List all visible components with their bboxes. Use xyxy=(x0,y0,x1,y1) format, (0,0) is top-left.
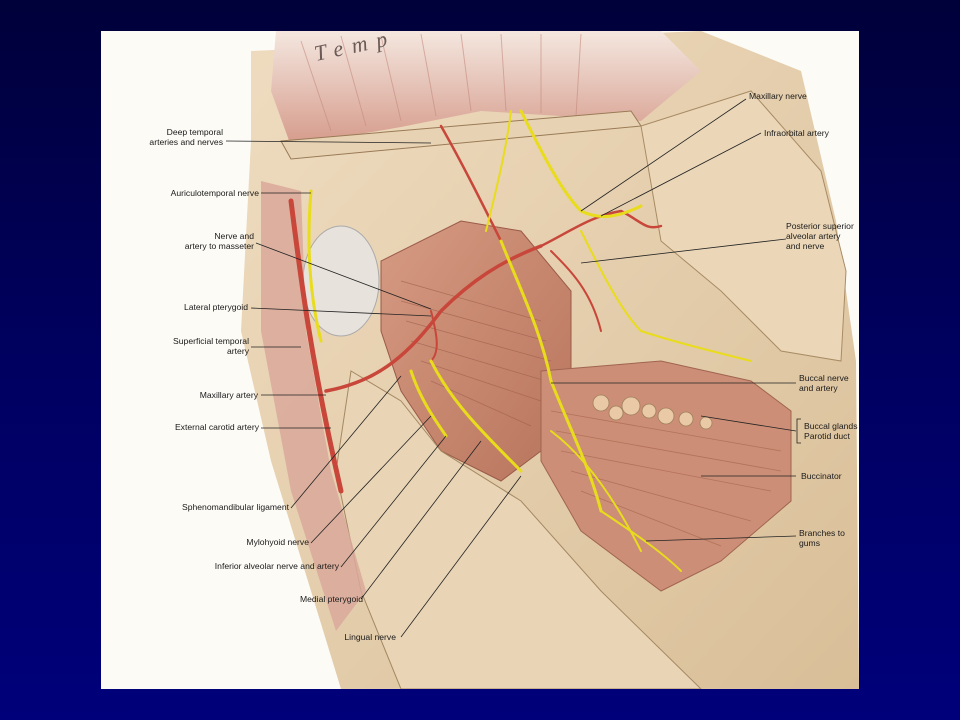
temporalis-fibers xyxy=(300,33,582,132)
psa-artery-vessel xyxy=(550,250,602,332)
label-sup-temporal-line2: artery xyxy=(227,346,249,356)
label-buccal-glands: Buccal glands xyxy=(804,421,858,431)
lingual-nerve-vessel xyxy=(429,359,523,473)
label-masseter-line1: Nerve and xyxy=(214,231,254,241)
label-external-carotid: External carotid artery xyxy=(174,422,259,432)
label-masseter-line2: artery to masseter xyxy=(184,241,254,251)
maxillary-artery-vessel xyxy=(324,244,543,393)
buccal-bracket xyxy=(796,418,801,444)
label-superficial-temporal: Superficial temporal artery xyxy=(141,336,249,356)
buccal-glands xyxy=(592,394,713,430)
label-buccal-line2: and artery xyxy=(799,383,838,393)
label-psa-line1: Posterior superior xyxy=(786,221,854,231)
label-nerve-artery-masseter: Nerve and artery to masseter xyxy=(141,231,254,251)
label-gums-line1: Branches to xyxy=(799,528,845,538)
arteries xyxy=(288,124,663,494)
label-parotid-duct: Parotid duct xyxy=(804,431,850,441)
label-infraorbital-artery: Infraorbital artery xyxy=(764,128,829,138)
buccinator-muscle xyxy=(540,360,792,592)
label-deep-temporal: Deep temporal arteries and nerves xyxy=(121,127,223,147)
deep-temporal-nerve-vessel xyxy=(485,110,512,232)
nerves xyxy=(307,109,752,572)
masseter-artery-vessel xyxy=(430,310,438,362)
left-tissue-strip xyxy=(261,181,366,631)
label-auriculotemporal: Auriculotemporal nerve xyxy=(170,188,259,198)
anatomy-illustration: Temp xyxy=(225,31,859,689)
maxillary-nerve-vessel xyxy=(519,109,643,218)
label-buccinator: Buccinator xyxy=(801,471,842,481)
label-gums-line2: gums xyxy=(799,538,821,548)
maxilla-bone xyxy=(640,90,847,362)
buccinator-fibers xyxy=(550,410,782,547)
label-lingual-nerve: Lingual nerve xyxy=(344,632,396,642)
label-maxillary-artery: Maxillary artery xyxy=(199,390,258,400)
buccal-nerve-vessel xyxy=(499,239,603,513)
inferior-alveolar-nerve-vessel xyxy=(409,369,448,438)
label-mylohyoid: Mylohyoid nerve xyxy=(246,537,309,547)
label-buccal-line1: Buccal nerve xyxy=(799,373,849,383)
tmj-condyle xyxy=(302,225,380,337)
label-buccal-nerve-artery: Buccal nerve and artery xyxy=(799,373,849,393)
auriculotemporal-nerve-vessel xyxy=(307,189,323,343)
label-sup-temporal-line1: Superficial temporal xyxy=(173,336,249,346)
gum-branches-vessel xyxy=(550,430,682,572)
label-deep-temporal-line2: arteries and nerves xyxy=(149,137,223,147)
external-carotid-artery-vessel xyxy=(288,198,344,494)
label-posterior-superior-alveolar: Posterior superior alveolar artery and n… xyxy=(786,221,854,251)
label-sphenomandibular: Sphenomandibular ligament xyxy=(181,502,289,512)
infraorbital-artery-vessel xyxy=(539,209,663,248)
leader-lines xyxy=(225,98,797,638)
label-lateral-pterygoid: Lateral pterygoid xyxy=(183,302,248,312)
label-deep-temporal-line1: Deep temporal xyxy=(166,127,223,137)
label-buccal-glands-parotid: Buccal glands Parotid duct xyxy=(804,421,858,441)
label-maxillary-nerve: Maxillary nerve xyxy=(749,91,807,101)
label-psa-line3: and nerve xyxy=(786,241,825,251)
label-medial-pterygoid: Medial pterygoid xyxy=(299,594,363,604)
anatomy-illustration-panel: Temp xyxy=(101,31,859,689)
psa-nerve-vessel xyxy=(580,230,752,362)
label-inferior-alveolar: Inferior alveolar nerve and artery xyxy=(214,561,339,571)
label-psa-line2: alveolar artery xyxy=(786,231,841,241)
label-branches-to-gums: Branches to gums xyxy=(799,528,845,548)
deep-temporal-artery-vessel xyxy=(439,124,503,243)
